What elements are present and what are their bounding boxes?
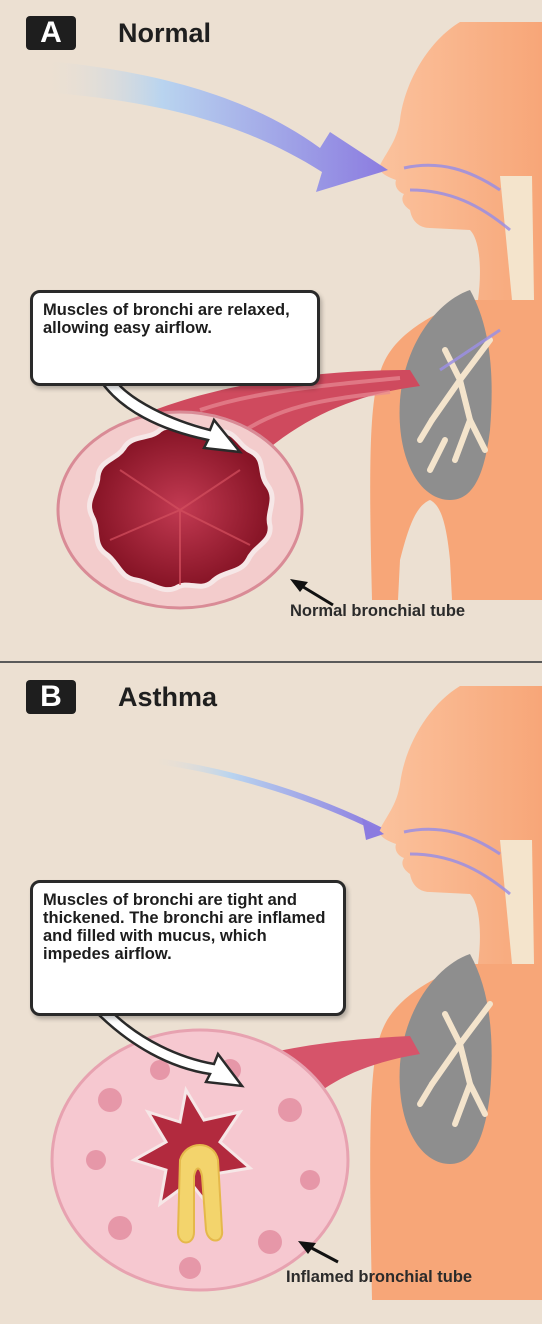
panel-title-b: Asthma — [118, 680, 217, 714]
airflow-arrow-a — [40, 60, 388, 192]
callout-box-a: Muscles of bronchi are relaxed, allowing… — [30, 290, 320, 386]
lung-a — [400, 290, 492, 500]
tube-label-a: Normal bronchial tube — [290, 602, 520, 621]
lung-b — [400, 954, 492, 1164]
tube-label-b: Inflamed bronchial tube — [286, 1268, 526, 1287]
callout-box-b: Muscles of bronchi are tight and thicken… — [30, 880, 346, 1016]
panel-title-a: Normal — [118, 16, 211, 50]
callout-text-b: Muscles of bronchi are tight and thicken… — [43, 891, 325, 963]
callout-text-a: Muscles of bronchi are relaxed, allowing… — [43, 301, 290, 337]
panel-letter-badge-a: A — [26, 16, 76, 50]
airflow-arrow-b — [150, 760, 380, 830]
panel-letter-badge-b: B — [26, 680, 76, 714]
